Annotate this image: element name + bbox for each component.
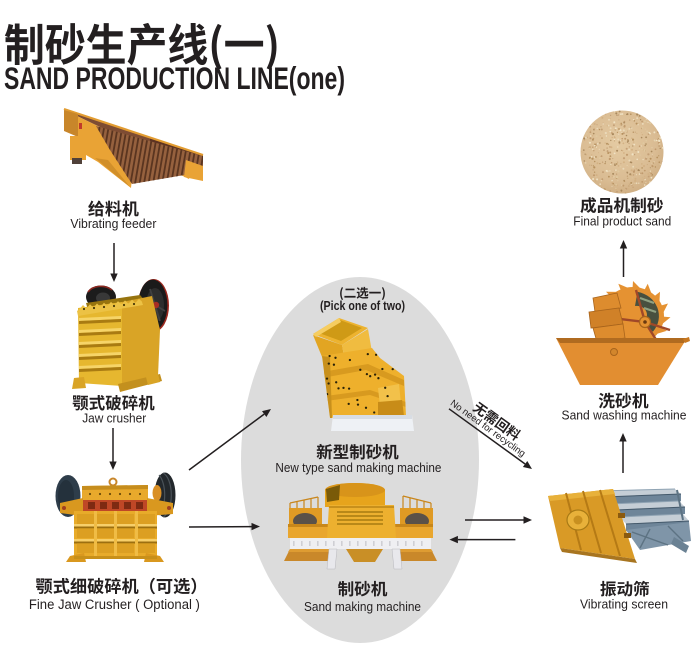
- svg-text:(Pick one of two): (Pick one of two): [320, 299, 405, 313]
- svg-text:Vibrating feeder: Vibrating feeder: [70, 216, 157, 231]
- svg-text:Final product sand: Final product sand: [573, 214, 671, 229]
- svg-text:SAND PRODUCTION LINE(one): SAND PRODUCTION LINE(one): [4, 60, 345, 96]
- svg-text:Jaw crusher: Jaw crusher: [82, 411, 147, 426]
- svg-text:Fine Jaw Crusher ( Optional ): Fine Jaw Crusher ( Optional ): [29, 597, 200, 612]
- svg-text:New type sand making machine: New type sand making machine: [275, 460, 441, 475]
- svg-text:Sand making machine: Sand making machine: [304, 599, 421, 614]
- svg-text:Sand washing machine: Sand washing machine: [562, 408, 687, 423]
- svg-text:Vibrating screen: Vibrating screen: [580, 597, 668, 612]
